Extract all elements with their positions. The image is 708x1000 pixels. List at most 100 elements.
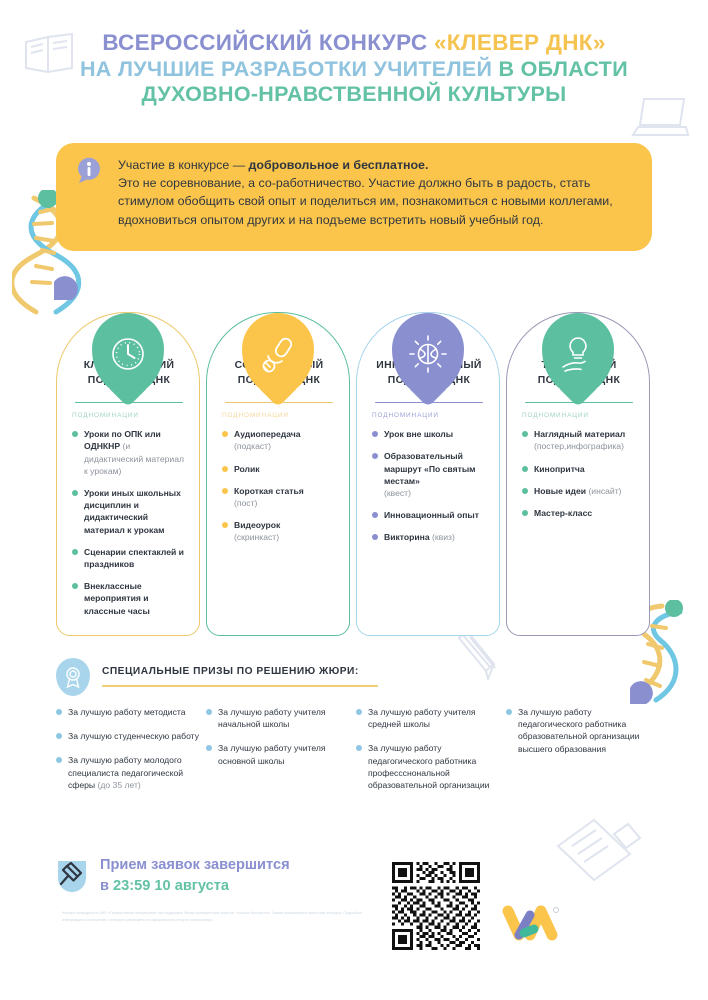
microphone-icon-badge xyxy=(242,313,314,395)
item-label: Кинопритча xyxy=(534,463,585,474)
title-line-1: ВСЕРОССИЙСКИЙ КОНКУРС «КЛЕВЕР ДНК» xyxy=(0,30,708,57)
list-item: Уроки по ОПК или ОДНКНР (и дидактический… xyxy=(72,428,186,477)
card-subnom-label: ПОДНОМИНАЦИИ xyxy=(72,412,139,420)
bullet-dot xyxy=(56,709,62,715)
bullet-dot xyxy=(506,709,512,715)
deadline-text: Прием заявок завершится в 23:59 10 авгус… xyxy=(100,855,376,896)
bullet-dot xyxy=(372,534,378,541)
bullet-dot xyxy=(72,583,78,590)
banner-lead-plain: Участие в конкурсе — xyxy=(118,158,249,172)
item-label: За лучшую работу методиста xyxy=(68,707,186,717)
item-label: Уроки иных школьных дисциплин и дидактич… xyxy=(84,487,181,535)
bullet-dot xyxy=(356,709,362,715)
title-line-1-part-b: «КЛЕВЕР ДНК» xyxy=(433,30,606,55)
item-label: Аудиопередача xyxy=(234,429,301,440)
list-item: Викторина (квиз) xyxy=(372,531,486,543)
item-label: Новые идеи xyxy=(534,485,589,496)
info-icon xyxy=(74,155,104,185)
prizes-column-4: За лучшую работу педагогического работни… xyxy=(506,706,656,803)
item-label: За лучшую работу педагогического работни… xyxy=(368,743,490,791)
clock-icon-badge xyxy=(92,313,164,395)
item-note: (подкаст) xyxy=(234,441,271,452)
bullet-dot xyxy=(222,465,228,472)
prize-list: За лучшую работу методиста За лучшую сту… xyxy=(56,706,206,791)
list-item: Новые идеи (инсайт) xyxy=(522,485,636,497)
list-item: Аудиопередача(подкаст) xyxy=(222,428,336,452)
bullet-dot xyxy=(522,487,528,494)
bullet-dot xyxy=(522,509,528,516)
item-label: Сценарии спектаклей и праздников xyxy=(84,546,184,569)
item-note: (инсайт) xyxy=(588,485,622,496)
item-label: Викторина xyxy=(384,532,433,543)
nomination-card-innovative[interactable]: ИННОВАЦИОННЫЙ ПОДХОД К ДНК ПОДНОМИНАЦИИ … xyxy=(356,312,500,636)
nomination-card-classic[interactable]: КЛАССИЧЕСКИЙ ПОДХОД К ДНК ПОДНОМИНАЦИИ У… xyxy=(56,312,200,636)
list-item: Образовательный маршрут «По святым места… xyxy=(372,450,486,499)
bullet-dot xyxy=(356,745,362,752)
bullet-dot xyxy=(522,465,528,472)
item-label: Короткая статья xyxy=(234,485,304,496)
prizes-columns: За лучшую работу методиста За лучшую сту… xyxy=(56,706,656,803)
bullet-dot xyxy=(206,709,212,715)
prizes-column-1: За лучшую работу методиста За лучшую сту… xyxy=(56,706,206,803)
item-label: За лучшую работу учителя средней школы xyxy=(368,707,476,730)
prizes-header: СПЕЦИАЛЬНЫЕ ПРИЗЫ ПО РЕШЕНИЮ ЖЮРИ: xyxy=(56,658,656,698)
bullet-dot xyxy=(372,512,378,519)
list-item: За лучшую работу учителя средней школы xyxy=(356,706,506,730)
title-line-2-part-a: НА ЛУЧШИЕ РАЗРАБОТКИ УЧИТЕЛЕЙ xyxy=(79,56,499,81)
item-label: Уроки по ОПК или ОДНКНР xyxy=(84,429,161,452)
item-label: Наглядный материал xyxy=(534,429,626,440)
list-item: Сценарии спектаклей и праздников xyxy=(72,546,186,570)
list-item: Мастер-класс xyxy=(522,507,636,519)
list-item: За лучшую работу педагогического работни… xyxy=(506,706,656,755)
list-item: Внеклассные мероприятия и классные часы xyxy=(72,580,186,617)
item-label: Образовательный маршрут «По святым места… xyxy=(384,451,476,486)
item-label: За лучшую работу учителя начальной школы xyxy=(218,707,326,730)
bullet-dot xyxy=(72,431,78,438)
item-note: (скринкаст) xyxy=(234,532,280,543)
nomination-card-modern[interactable]: СОВРЕМЕННЫЙ ПОДХОД К ДНК ПОДНОМИНАЦИИ Ау… xyxy=(206,312,350,636)
item-label: Видеоурок xyxy=(234,520,281,531)
card-subnom-label: ПОДНОМИНАЦИИ xyxy=(372,412,439,420)
card-item-list: Наглядный материал(постер,инфографика) К… xyxy=(522,428,636,519)
title-line-1-part-a: ВСЕРОССИЙСКИЙ КОНКУРС xyxy=(102,30,434,55)
bullet-dot xyxy=(72,548,78,555)
item-note: (постер,инфографика) xyxy=(534,441,624,452)
title-line-3: ДУХОВНО-НРАВСТВЕННОЙ КУЛЬТУРЫ xyxy=(141,81,567,106)
list-item: За лучшую работу методиста xyxy=(56,706,206,718)
item-label: Урок вне школы xyxy=(384,429,454,440)
poster-header: ВСЕРОССИЙСКИЙ КОНКУРС «КЛЕВЕР ДНК» НА ЛУ… xyxy=(0,30,708,107)
list-item: Кинопритча xyxy=(522,463,636,475)
fineprint-text: Конкурс проводится в АНО «Православная и… xyxy=(62,911,363,922)
bullet-dot xyxy=(222,487,228,494)
list-item: Короткая статья(пост) xyxy=(222,485,336,509)
prize-list: За лучшую работу педагогического работни… xyxy=(506,706,656,755)
list-item: За лучшую работу учителя начальной школы xyxy=(206,706,356,730)
item-note: (квест) xyxy=(384,487,411,498)
card-item-list: Урок вне школы Образовательный маршрут «… xyxy=(372,428,486,543)
brain-bulb-icon-badge xyxy=(392,313,464,395)
item-label: За лучшую работу педагогического работни… xyxy=(518,707,640,754)
item-note: (и дидактический материал к урокам) xyxy=(84,441,184,476)
card-subnom-label: ПОДНОМИНАЦИИ xyxy=(522,412,589,420)
card-item-list: Аудиопередача(подкаст) Ролик Короткая ст… xyxy=(222,428,336,543)
list-item: Видеоурок(скринкаст) xyxy=(222,519,336,543)
bullet-dot xyxy=(222,522,228,529)
prizes-column-3: За лучшую работу учителя средней школы З… xyxy=(356,706,506,803)
list-item: Инновационный опыт xyxy=(372,509,486,521)
bullet-dot xyxy=(222,431,228,438)
notepad-pencil-decoration xyxy=(552,818,644,898)
item-note: (до 35 лет) xyxy=(97,779,141,790)
item-label: Ролик xyxy=(234,463,260,474)
item-label: За лучшую работу молодого специалиста пе… xyxy=(68,755,184,790)
prizes-title: СПЕЦИАЛЬНЫЕ ПРИЗЫ ПО РЕШЕНИЮ ЖЮРИ: xyxy=(102,666,359,677)
qr-code[interactable] xyxy=(392,862,480,950)
title-line-2: НА ЛУЧШИЕ РАЗРАБОТКИ УЧИТЕЛЕЙ В ОБЛАСТИ xyxy=(0,57,708,82)
list-item: Урок вне школы xyxy=(372,428,486,440)
card-item-list: Уроки по ОПК или ОДНКНР (и дидактический… xyxy=(72,428,186,617)
item-label: Внеклассные мероприятия и классные часы xyxy=(84,581,150,616)
bullet-dot xyxy=(372,453,378,460)
nomination-card-creative[interactable]: ТВОРЧЕСКИЙ ПОДХОД К ДНК ПОДНОМИНАЦИИ Наг… xyxy=(506,312,650,636)
banner-lead: Участие в конкурсе — добровольное и бесп… xyxy=(118,156,630,174)
list-item: За лучшую работу педагогического работни… xyxy=(356,742,506,791)
list-item: За лучшую работу учителя основной школы xyxy=(206,742,356,766)
